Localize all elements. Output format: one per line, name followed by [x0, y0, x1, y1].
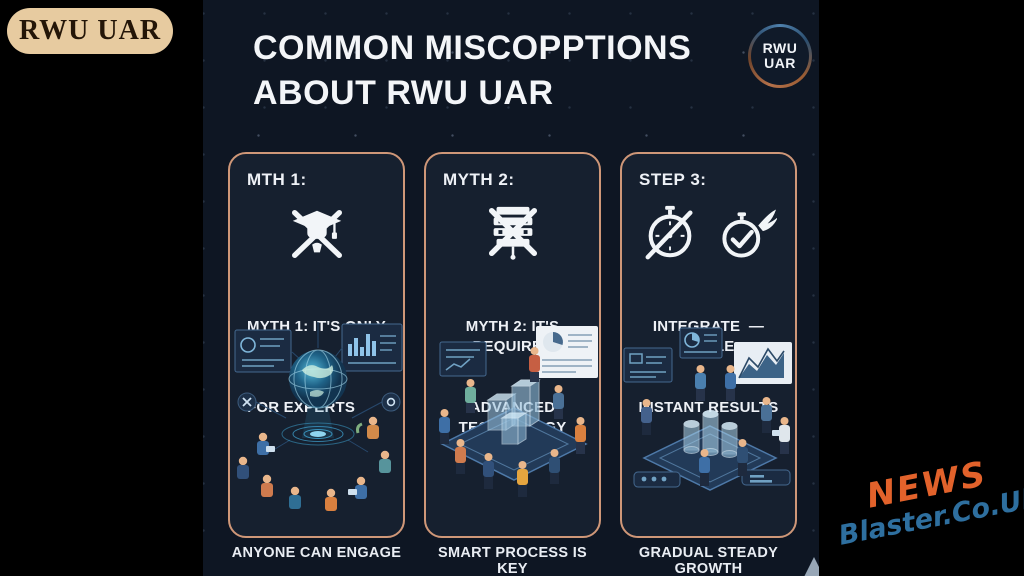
graduation-cap-crossed-icon: [286, 202, 348, 264]
stopwatch-slash-icon: [641, 204, 699, 262]
cursor-triangle-icon: [804, 557, 819, 576]
card-2-icon-row: [426, 194, 599, 272]
infographic-stage: COMMON MISCOPPTIONS ABOUT RWU UAR RWU UA…: [203, 0, 819, 576]
title-line-2: ABOUT RWU UAR: [253, 74, 554, 113]
brand-watermark-text: RWU UAR: [18, 15, 162, 46]
card-2-illustration-team-platform: [439, 326, 598, 497]
card-1-icon-row: [230, 194, 403, 272]
card-2-header: MYTH 2:: [443, 170, 515, 189]
card-1-illustration-collaboration-globe: [234, 322, 403, 511]
step-card-3: STEP 3:: [620, 152, 797, 538]
badge-line-1: RWU: [762, 40, 798, 57]
rwu-uar-badge: RWU UAR: [748, 24, 812, 88]
badge-line-2: UAR: [764, 55, 796, 71]
card-2-caption: SMART PROCESS IS KEY: [437, 545, 587, 576]
server-crossed-icon: [482, 202, 544, 264]
title-line-1: COMMON MISCOPPTIONS: [253, 29, 692, 67]
card-3-caption: GRADUAL STEADY GROWTH: [638, 545, 779, 576]
card-1-caption: ANYONE CAN ENGAGE: [231, 545, 402, 561]
card-3-icon-row: [622, 194, 795, 272]
card-3-header: STEP 3:: [639, 170, 707, 189]
card-1-header: MTH 1:: [247, 170, 307, 189]
page-title: COMMON MISCOPPTIONS ABOUT RWU UAR: [253, 26, 691, 116]
newsblaster-logo: NEWS Blaster.Co.Uk: [829, 450, 1024, 552]
rwu-uar-badge-inner: RWU UAR: [751, 27, 809, 85]
card-3-illustration-growth-platform: [623, 327, 792, 491]
brand-watermark-pill: RWU UAR: [7, 8, 173, 54]
myth-card-1: MTH 1: MYTH 1: IT'S ONLY FOR FOR: [228, 152, 405, 538]
myth-card-2: MYTH 2:: [424, 152, 601, 538]
stopwatch-check-wing-icon: [715, 204, 777, 262]
card-3-body-line-2: INSTANT RESULTS: [638, 398, 779, 416]
